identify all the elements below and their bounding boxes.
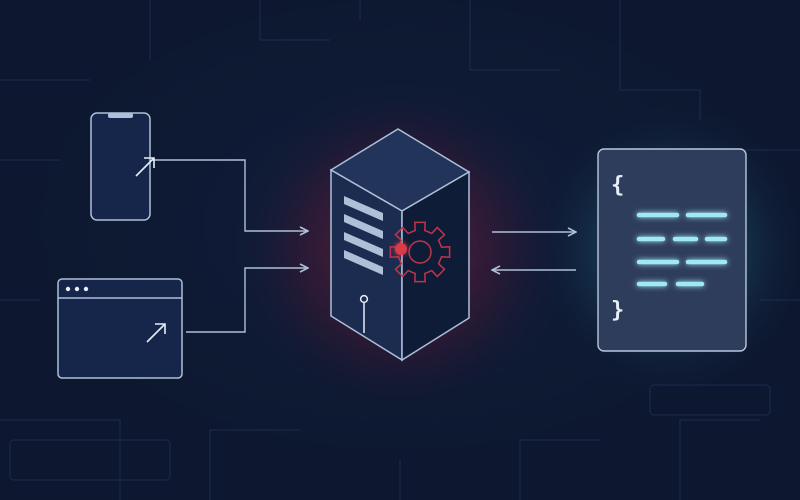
client-connectors — [152, 159, 308, 333]
mobile-to-server-arrow — [152, 159, 308, 231]
browser-window-icon — [57, 278, 183, 379]
json-document-icon: { } — [597, 148, 747, 352]
server-document-connectors — [492, 232, 576, 270]
gear-icon — [389, 221, 451, 283]
open-brace: { — [611, 173, 624, 198]
server-status-dot — [395, 243, 407, 255]
code-lines — [636, 212, 728, 287]
server-key-slot — [359, 294, 369, 333]
server-side — [401, 170, 470, 362]
close-brace: } — [611, 298, 624, 323]
arrow-up-right-icon — [146, 323, 166, 343]
browser-to-server-arrow — [186, 268, 308, 333]
arrow-up-right-icon — [135, 157, 155, 177]
mobile-phone-icon — [90, 112, 155, 221]
document-panel — [597, 148, 747, 352]
server-vents — [344, 196, 383, 275]
server-icon — [329, 128, 471, 362]
